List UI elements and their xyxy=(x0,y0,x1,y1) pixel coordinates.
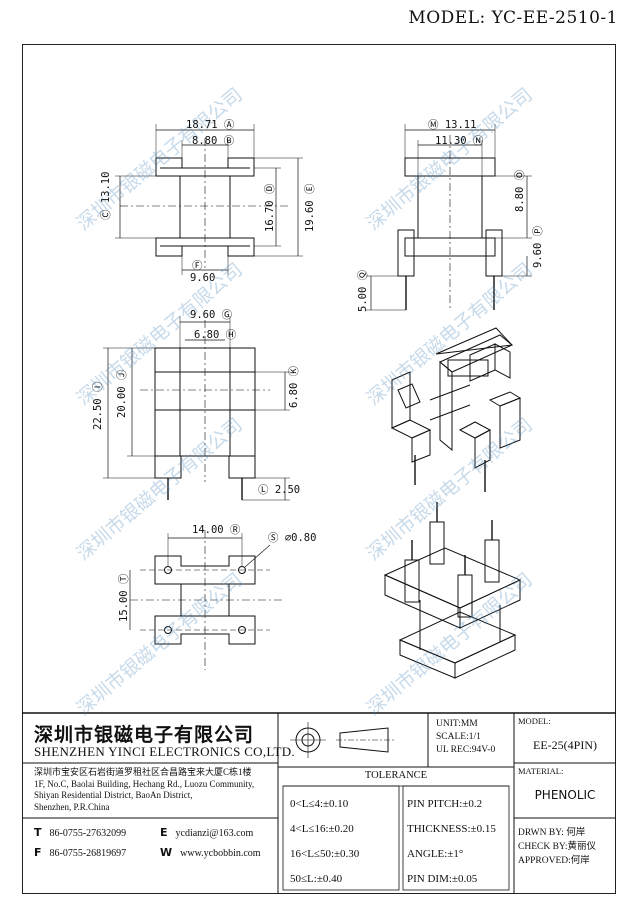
dim-q: 5.00 Ⓠ xyxy=(357,269,369,312)
dim-m: Ⓜ 13.11 xyxy=(428,119,477,131)
side-view xyxy=(366,124,532,311)
top-view xyxy=(115,124,303,275)
dim-t: 15.00 Ⓣ xyxy=(118,573,130,622)
dim-g: 9.60 Ⓖ xyxy=(190,309,233,321)
material-value: PHENOLIC xyxy=(534,788,596,802)
dim-d: 16.70 Ⓓ xyxy=(264,183,276,232)
tolerance-title: TOLERANCE xyxy=(364,770,428,781)
dim-l: Ⓛ 2.50 xyxy=(258,484,301,496)
dim-s: Ⓢ ⌀0.80 xyxy=(268,532,317,544)
company-cn-name: 深圳市银磁电子有限公司 xyxy=(34,724,255,746)
dim-j: 20.00 Ⓙ xyxy=(116,369,128,418)
dim-o: 8.80 Ⓞ xyxy=(514,169,526,212)
title-block-grid xyxy=(22,712,616,894)
dim-f: Ⓕ xyxy=(192,260,203,272)
dim-e: 19.60 Ⓔ xyxy=(304,183,316,232)
bottom-view xyxy=(129,530,285,670)
model-box-label: MODEL: xyxy=(518,716,551,726)
material-label: MATERIAL: xyxy=(518,766,564,776)
dim-h: 6.80 Ⓗ xyxy=(194,329,237,341)
tolerance-length-table: 0<L≤4:±0.10 4<L≤16:±0.20 16<L≤50:±0.30 5… xyxy=(290,798,360,885)
company-en-name: SHENZHEN YINCI ELECTRONICS CO,LTD. xyxy=(34,744,295,759)
approval-block: DRWN BY: 何岸 CHECK BY:黄丽仪 APPROVED:何岸 xyxy=(518,828,597,866)
dim-r: 14.00 Ⓡ xyxy=(192,524,241,536)
dim-i: 22.50 Ⓘ xyxy=(92,381,104,430)
model-number: MODEL: YC-EE-2510-1 xyxy=(408,8,618,28)
dim-c: Ⓒ 13.10 xyxy=(100,171,112,220)
projection-symbol xyxy=(290,722,394,758)
isometric-view-2 xyxy=(383,502,522,679)
drawing-frame xyxy=(22,44,616,894)
isometric-view-1 xyxy=(390,327,522,492)
company-address: 深圳市宝安区石岩街道罗租社区合昌路宝来大厦C栋1楼 1F, No.C, Baol… xyxy=(34,767,255,812)
dim-k: 6.80 Ⓚ xyxy=(288,365,300,408)
model-box-value: EE-25(4PIN) xyxy=(533,738,597,752)
dim-b: 8.80 Ⓑ xyxy=(192,135,235,147)
tolerance-pin-table: PIN PITCH:±0.2 THICKNESS:±0.15 ANGLE:±1°… xyxy=(407,798,496,885)
dim-n: 11.30 Ⓝ xyxy=(435,135,484,147)
dim-p: 9.60 Ⓟ xyxy=(532,225,544,268)
dim-a: 18.71 Ⓐ xyxy=(186,119,235,131)
spec-block: UNIT:MM SCALE:1/1 UL REC:94V-0 xyxy=(436,719,496,755)
dim-f-value: 9.60 xyxy=(190,272,216,284)
front-view xyxy=(103,316,290,501)
